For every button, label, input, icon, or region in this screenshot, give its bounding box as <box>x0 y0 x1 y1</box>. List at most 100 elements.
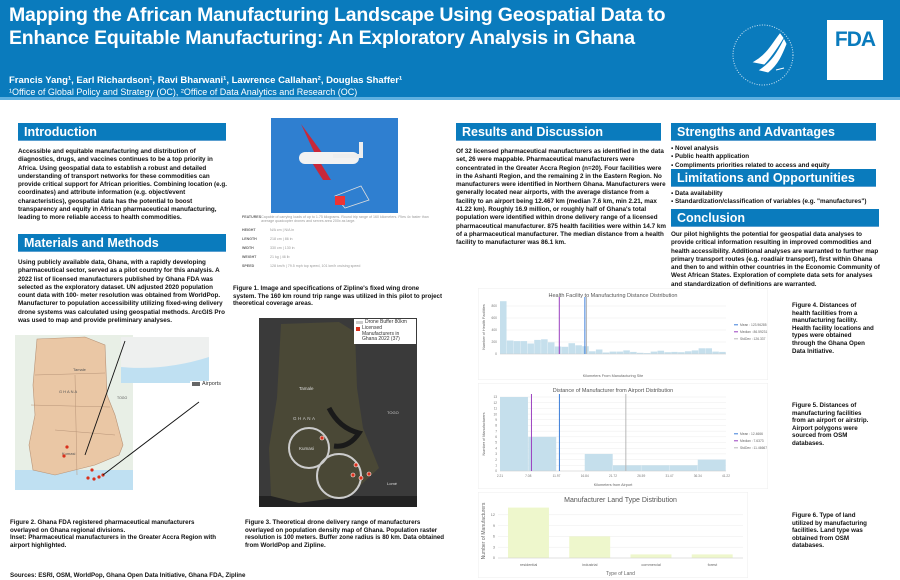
bar <box>506 340 514 354</box>
chart-title: Manufacturer Land Type Distribution <box>564 497 677 504</box>
bar <box>527 343 534 354</box>
bar <box>671 351 678 354</box>
hhs-seal-icon <box>732 24 794 86</box>
list-item: Standardization/classification of variab… <box>671 198 896 206</box>
x-axis-label: Kilometers From Manufacturing Site <box>583 374 644 378</box>
x-tick-label: 21.72 <box>609 474 617 478</box>
health-facility-distance-chart: Health Facility to Manufacturing Distanc… <box>478 288 768 380</box>
legend-entry: Median : 7.6373 <box>740 439 764 443</box>
y-tick-label: 8 <box>495 424 497 428</box>
x-tick-label: 7.08 <box>525 474 531 478</box>
population-density-map: Tamale GHANA TOGO Kumasi Lomé <box>259 318 417 507</box>
bar <box>664 352 671 354</box>
x-tick-label: 16.84 <box>581 474 589 478</box>
x-tick-label: 2.21 <box>497 474 503 478</box>
y-tick-label: 200 <box>491 340 497 344</box>
x-tick-label: 36.34 <box>694 474 702 478</box>
bar <box>589 351 596 354</box>
list-item: Compliments priorities related to access… <box>671 162 896 170</box>
x-tick-label: commercial <box>641 563 661 567</box>
list-item: Data availability <box>671 190 896 198</box>
y-tick-label: 0 <box>495 469 497 473</box>
bar <box>513 341 521 354</box>
bar <box>575 345 582 354</box>
legend-entry: StdDev : 11.46667 <box>740 446 767 450</box>
bar <box>641 465 670 471</box>
poster-header: Mapping the African Manufacturing Landsc… <box>0 0 900 97</box>
bar <box>712 351 719 354</box>
figure5-caption: Figure 5. Distances of manufacturing fac… <box>792 402 869 447</box>
header-divider <box>0 97 900 100</box>
bar <box>678 352 685 354</box>
conclusion-text: Our pilot highlights the potential for g… <box>671 231 880 288</box>
inset-legend: Airports <box>190 381 223 387</box>
introduction-heading: Introduction <box>18 123 226 141</box>
legend-entry: Mean : 12.4666 <box>740 432 763 436</box>
y-tick-label: 0 <box>493 556 495 560</box>
bar <box>630 554 672 558</box>
bar <box>691 350 699 354</box>
y-axis-label: Number of Health Facilities <box>482 304 486 350</box>
inset-legend-airports: Airports <box>202 381 221 387</box>
bar <box>520 341 528 354</box>
y-tick-label: 3 <box>493 545 495 549</box>
label-lome: Lomé <box>387 481 398 486</box>
bar <box>630 351 637 354</box>
chart-title: Health Facility to Manufacturing Distanc… <box>548 293 677 299</box>
bar <box>547 342 555 354</box>
bar <box>508 507 549 558</box>
y-axis-label: Number of Manufacturers <box>481 502 487 559</box>
bar <box>697 459 726 471</box>
y-tick-label: 7 <box>495 429 497 433</box>
y-tick-label: 4 <box>495 446 497 450</box>
x-tick-label: industrial <box>582 563 597 567</box>
legend-entry: Mean : 123.96285 <box>740 323 767 327</box>
figure6-caption: Figure 6. Type of land utilized by manuf… <box>792 512 867 550</box>
bar <box>534 339 541 354</box>
x-tick-label: residential <box>520 563 537 567</box>
bar <box>602 352 610 354</box>
list-item: Novel analysis <box>671 145 896 153</box>
label-togo: TOGO <box>387 410 399 415</box>
poster-title: Mapping the African Manufacturing Landsc… <box>9 4 666 49</box>
bar <box>691 554 733 558</box>
legend-drone-buffer: Drone Buffer 80km <box>365 319 407 325</box>
bar <box>719 351 726 354</box>
x-tick-label: 11.97 <box>553 474 561 478</box>
land-type-chart: Manufacturer Land Type Distribution03691… <box>478 492 748 578</box>
results-text: Of 32 licensed pharmaceutical manufactur… <box>456 148 666 247</box>
conclusion-heading: Conclusion <box>671 209 879 227</box>
bar <box>623 350 630 354</box>
fda-logo: FDA <box>827 20 883 80</box>
bar <box>609 351 617 354</box>
chart-title: Distance of Manufacturer from Airport Di… <box>553 388 673 394</box>
bar <box>568 343 576 354</box>
strengths-list: Novel analysis Public health application… <box>671 145 896 170</box>
sources: Sources: ESRI, OSM, WorldPop, Ghana Open… <box>10 572 246 579</box>
figure2-caption-inset: Inset: Pharmaceutical manufacturers in t… <box>10 534 217 549</box>
y-tick-label: 3 <box>495 452 497 456</box>
legend-manufacturers: Licensed Manufacturers in Ghana 2022 (37… <box>362 324 400 343</box>
airport-distance-chart: Distance of Manufacturer from Airport Di… <box>478 383 768 489</box>
airport-swatch-icon <box>192 382 200 386</box>
strengths-heading: Strengths and Advantages <box>671 123 876 141</box>
results-heading: Results and Discussion <box>456 123 661 141</box>
ghana-regions-map: Tamale GHANA TOGO Kumasi <box>15 335 209 490</box>
bar <box>705 348 713 354</box>
manufacturer-swatch-icon <box>356 326 360 331</box>
bar <box>684 351 692 354</box>
y-tick-label: 12 <box>493 401 497 405</box>
zipline-drone-photo <box>271 118 398 213</box>
bar <box>541 339 548 354</box>
limitations-heading: Limitations and Opportunities <box>671 169 876 187</box>
bar <box>554 346 562 354</box>
methods-heading: Materials and Methods <box>18 234 226 252</box>
legend-entry: Median : 86.59231 <box>740 330 767 334</box>
y-tick-label: 12 <box>491 513 495 517</box>
figure2-caption-main: Figure 2. Ghana FDA registered pharmaceu… <box>10 519 195 534</box>
y-tick-label: 9 <box>493 524 495 528</box>
bar <box>650 351 658 354</box>
